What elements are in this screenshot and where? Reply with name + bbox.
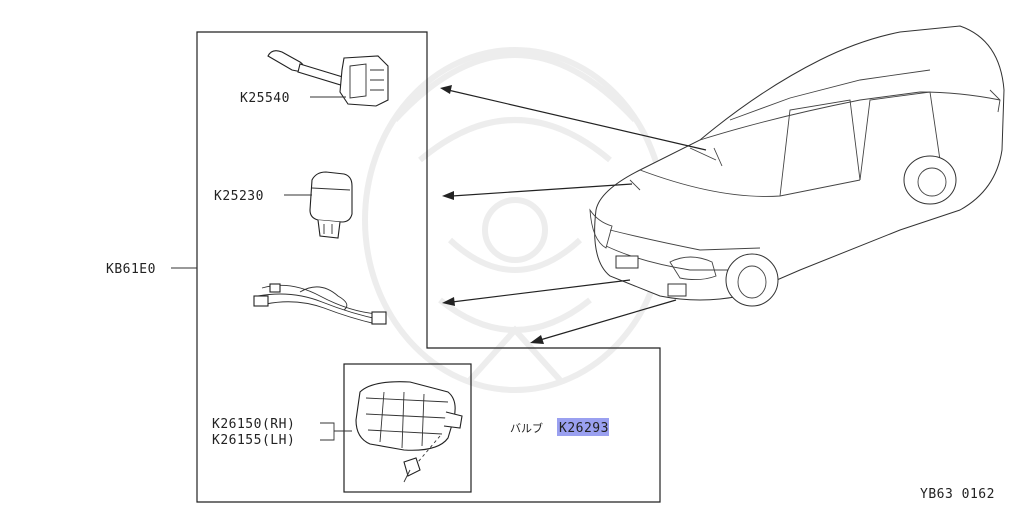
fog-lamp-lh-code: K26155(LH): [212, 433, 295, 448]
pointer-arrows: [440, 85, 707, 344]
car-illustration: [589, 25, 1005, 307]
combination-switch-part: [267, 50, 389, 107]
combination-switch-code: K25540: [240, 91, 290, 106]
assembly-code-label: KB61E0: [106, 262, 156, 277]
relay-code: K25230: [214, 189, 264, 204]
bulb-code-rest: 3: [601, 421, 609, 436]
figure-reference: YB63 0162: [920, 487, 995, 502]
bulb-code[interactable]: K26293: [559, 421, 609, 436]
bulb-code-highlight: [557, 418, 609, 436]
fog-lamp-leader: [320, 422, 352, 441]
assembly-outline: [196, 31, 661, 503]
fog-lamp-part: [355, 381, 463, 483]
harness-part: [253, 283, 387, 325]
fog-lamp-box: [343, 363, 472, 493]
relay-part: [309, 171, 353, 239]
bulb-code-highlighted: K2629: [559, 421, 601, 436]
fog-lamp-rh-code: K26150(RH): [212, 417, 295, 432]
bulb-label: バルブ: [510, 421, 543, 435]
